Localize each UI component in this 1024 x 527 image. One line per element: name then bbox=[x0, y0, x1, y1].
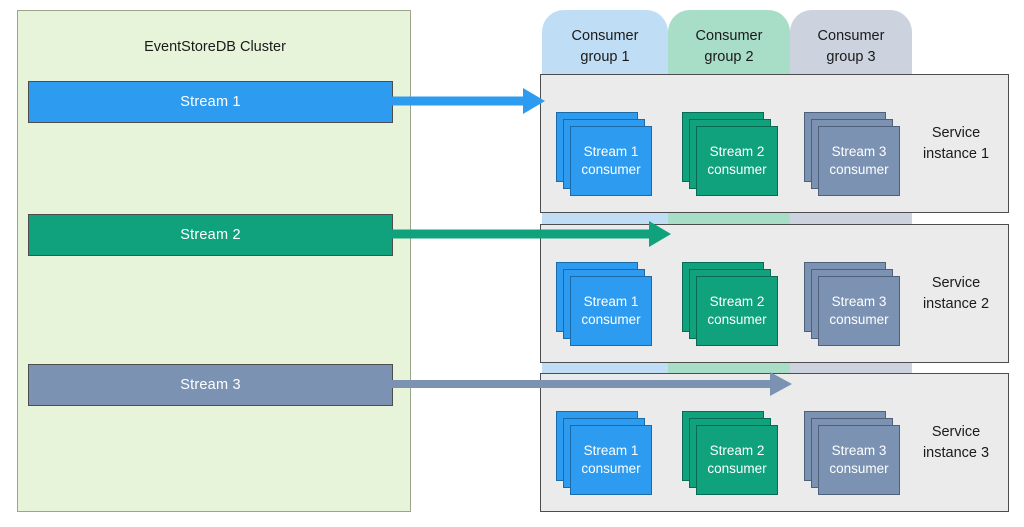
eventstoredb-cluster-box[interactable]: EventStoreDB Cluster Stream 1 Stream 2 S… bbox=[17, 10, 411, 512]
consumer-card-label: Stream 2 consumer bbox=[697, 293, 777, 329]
service-instance-2-line1: Service bbox=[931, 274, 981, 291]
stream-1-consumer-stack-instance-1[interactable]: Stream 1 consumer bbox=[556, 112, 652, 196]
consumer-card-line2: consumer bbox=[581, 162, 641, 177]
consumer-card-front[interactable]: Stream 3 consumer bbox=[818, 126, 900, 196]
service-instance-1-line2: instance 1 bbox=[922, 145, 990, 162]
stream-3-consumer-stack-instance-2[interactable]: Stream 3 consumer bbox=[804, 262, 900, 346]
consumer-card-label: Stream 3 consumer bbox=[819, 442, 899, 478]
service-instance-2-label: Service instance 2 bbox=[914, 272, 998, 314]
consumer-card-line2: consumer bbox=[581, 461, 641, 476]
stream-2-consumer-stack-instance-1[interactable]: Stream 2 consumer bbox=[682, 112, 778, 196]
service-instance-3-label: Service instance 3 bbox=[914, 421, 998, 463]
consumer-card-line1: Stream 1 bbox=[583, 293, 639, 309]
consumer-group-3-title-line2: group 3 bbox=[826, 49, 876, 66]
consumer-card-front[interactable]: Stream 3 consumer bbox=[818, 276, 900, 346]
service-instance-1-line1: Service bbox=[931, 124, 981, 141]
consumer-card-line2: consumer bbox=[829, 461, 889, 476]
consumer-card-label: Stream 2 consumer bbox=[697, 143, 777, 179]
consumer-card-line1: Stream 2 bbox=[709, 442, 765, 458]
consumer-group-1-title-line1: Consumer bbox=[571, 28, 639, 44]
consumer-group-3-title: Consumer group 3 bbox=[790, 26, 912, 68]
consumer-card-front[interactable]: Stream 1 consumer bbox=[570, 276, 652, 346]
consumer-card-front[interactable]: Stream 3 consumer bbox=[818, 425, 900, 495]
stream-1-bar[interactable]: Stream 1 bbox=[28, 81, 393, 123]
consumer-card-label: Stream 1 consumer bbox=[571, 143, 651, 179]
consumer-card-front[interactable]: Stream 1 consumer bbox=[570, 126, 652, 196]
consumer-card-line1: Stream 3 bbox=[831, 143, 887, 159]
consumer-group-1-title: Consumer group 1 bbox=[542, 26, 668, 68]
consumer-card-label: Stream 3 consumer bbox=[819, 293, 899, 329]
consumer-card-front[interactable]: Stream 2 consumer bbox=[696, 425, 778, 495]
consumer-card-line1: Stream 3 bbox=[831, 293, 887, 309]
consumer-card-line2: consumer bbox=[707, 461, 767, 476]
stream-3-consumer-stack-instance-1[interactable]: Stream 3 consumer bbox=[804, 112, 900, 196]
consumer-card-label: Stream 2 consumer bbox=[697, 442, 777, 478]
consumer-card-line1: Stream 1 bbox=[583, 143, 639, 159]
eventstoredb-cluster-title: EventStoreDB Cluster bbox=[144, 39, 286, 55]
consumer-card-line1: Stream 2 bbox=[709, 143, 765, 159]
consumer-card-front[interactable]: Stream 2 consumer bbox=[696, 276, 778, 346]
service-instance-2-line2: instance 2 bbox=[922, 295, 990, 312]
consumer-card-label: Stream 1 consumer bbox=[571, 293, 651, 329]
consumer-card-line2: consumer bbox=[707, 162, 767, 177]
stream-2-consumer-stack-instance-2[interactable]: Stream 2 consumer bbox=[682, 262, 778, 346]
stream-3-consumer-stack-instance-3[interactable]: Stream 3 consumer bbox=[804, 411, 900, 495]
consumer-card-line1: Stream 3 bbox=[831, 442, 887, 458]
consumer-card-line2: consumer bbox=[829, 312, 889, 327]
consumer-card-line2: consumer bbox=[581, 312, 641, 327]
consumer-group-3-title-line1: Consumer bbox=[817, 28, 885, 44]
consumer-card-line1: Stream 2 bbox=[709, 293, 765, 309]
consumer-card-line2: consumer bbox=[829, 162, 889, 177]
consumer-card-label: Stream 3 consumer bbox=[819, 143, 899, 179]
stream-2-consumer-stack-instance-3[interactable]: Stream 2 consumer bbox=[682, 411, 778, 495]
stream-2-bar[interactable]: Stream 2 bbox=[28, 214, 393, 256]
consumer-group-2-title: Consumer group 2 bbox=[668, 26, 790, 68]
consumer-group-2-title-line1: Consumer bbox=[695, 28, 763, 44]
stream-1-consumer-stack-instance-2[interactable]: Stream 1 consumer bbox=[556, 262, 652, 346]
consumer-group-1-title-line2: group 1 bbox=[580, 49, 630, 66]
service-instance-3-line2: instance 3 bbox=[922, 444, 990, 461]
consumer-card-front[interactable]: Stream 2 consumer bbox=[696, 126, 778, 196]
consumer-card-label: Stream 1 consumer bbox=[571, 442, 651, 478]
service-instance-1-label: Service instance 1 bbox=[914, 122, 998, 164]
stream-3-bar[interactable]: Stream 3 bbox=[28, 364, 393, 406]
consumer-card-front[interactable]: Stream 1 consumer bbox=[570, 425, 652, 495]
consumer-group-2-title-line2: group 2 bbox=[704, 49, 754, 66]
consumer-card-line2: consumer bbox=[707, 312, 767, 327]
stream-1-to-group-1-arrow bbox=[392, 88, 545, 114]
service-instance-3-line1: Service bbox=[931, 423, 981, 440]
stream-1-consumer-stack-instance-3[interactable]: Stream 1 consumer bbox=[556, 411, 652, 495]
consumer-card-line1: Stream 1 bbox=[583, 442, 639, 458]
